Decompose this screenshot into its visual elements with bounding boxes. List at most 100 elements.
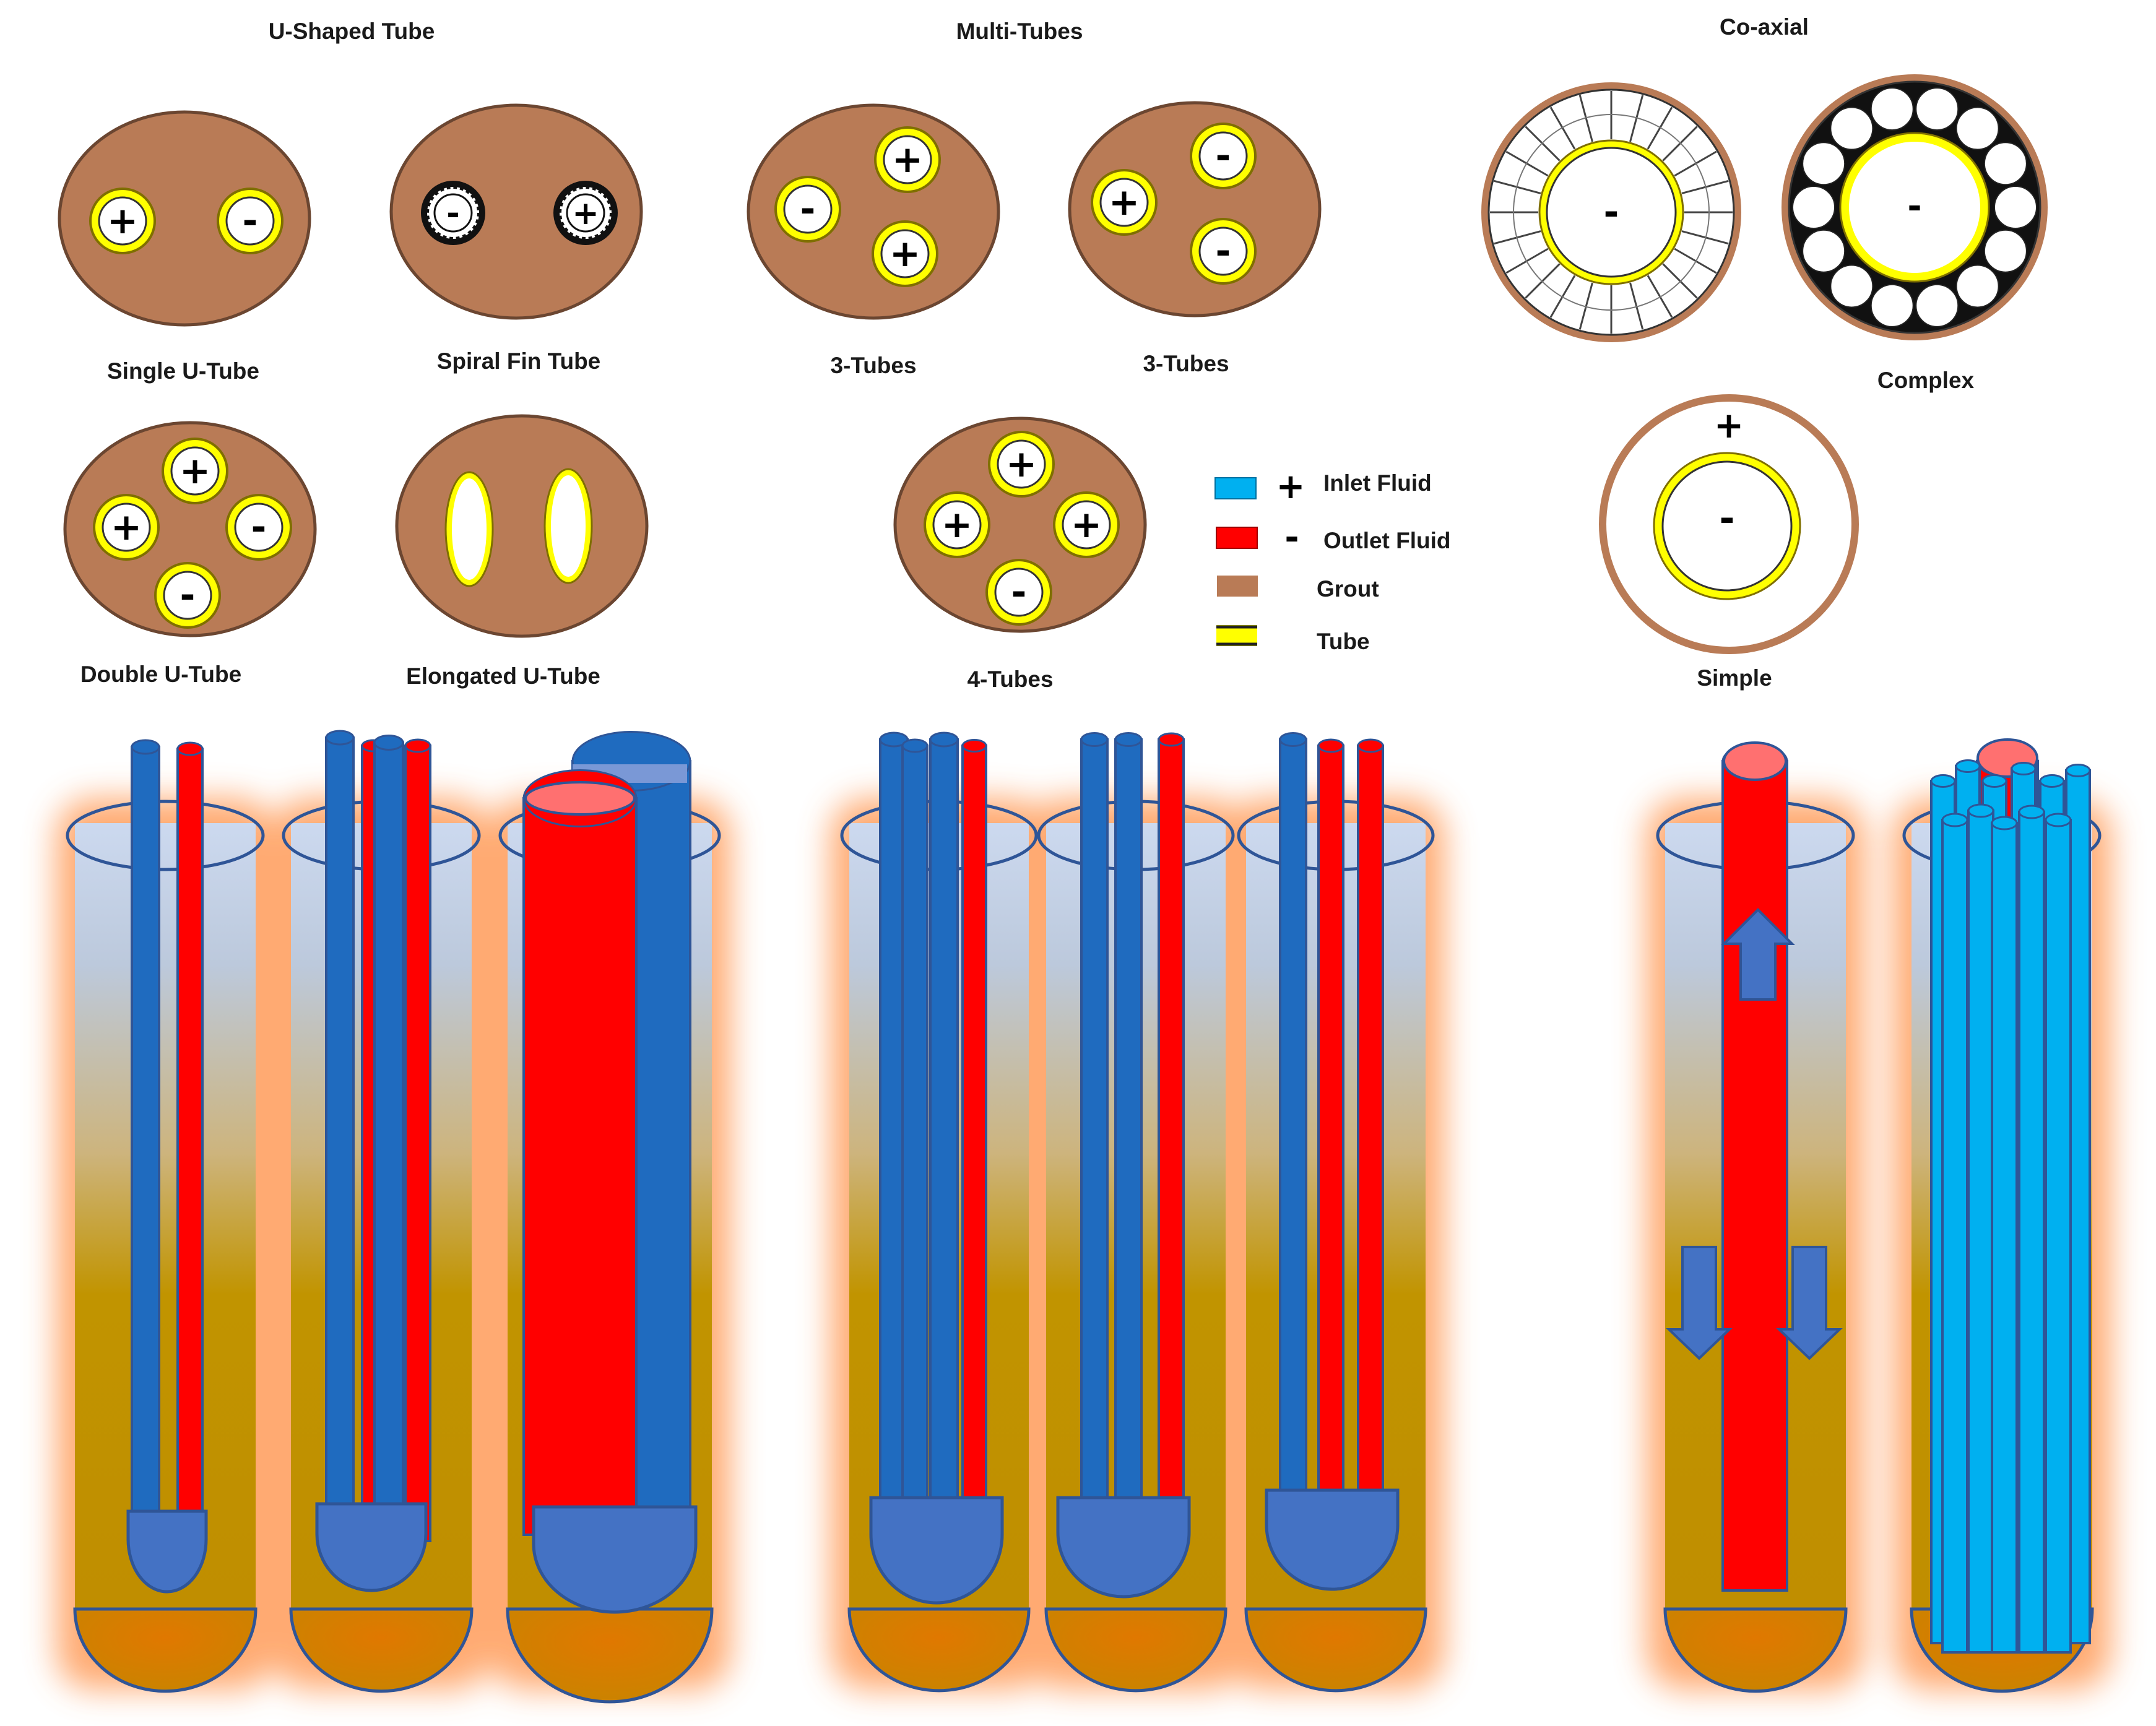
svg-text:-: - (251, 506, 267, 549)
svg-text:-: - (1720, 497, 1735, 540)
tube-outlet: - (154, 562, 221, 629)
legend: + Inlet Fluid - Outlet Fluid Grout Tube (1214, 467, 1451, 654)
tube-inlet: + (874, 126, 941, 193)
u-bend (532, 1505, 698, 1614)
cross-section-3-tubes-b: + - - (1068, 101, 1322, 317)
svg-text:+: + (1071, 503, 1102, 546)
pipe-inlet (1080, 732, 1109, 1505)
small-pipe (1983, 142, 2027, 186)
small-pipe (1955, 264, 1999, 308)
pipe-inlet (901, 738, 929, 1511)
tube-inlet: + (162, 438, 228, 504)
svg-text:-: - (1216, 134, 1231, 178)
small-pipe (1802, 229, 1846, 273)
pipe-outlet (961, 739, 987, 1511)
small-pipe (1915, 87, 1959, 131)
legend-item-tube: Tube (1216, 625, 1370, 654)
svg-text:+: + (111, 506, 142, 549)
cross-section-coaxial-radial: - (1481, 82, 1741, 342)
borehole-bottom (1244, 1607, 1427, 1693)
small-pipe (1802, 142, 1846, 186)
pipe-inlet-small (1941, 813, 1968, 1654)
pipe-inlet-small (2018, 805, 2045, 1654)
cross-section-coaxial-complex: - (1782, 74, 2048, 340)
tube-inlet: + (553, 181, 618, 245)
group-title-u-shaped: U-Shaped Tube (269, 19, 435, 44)
borehole-bottom (1044, 1607, 1227, 1693)
svg-text:-: - (1604, 191, 1619, 234)
svg-text:+: + (572, 195, 599, 232)
legend-swatch-inlet (1214, 477, 1257, 499)
borehole-single-u-tube (66, 800, 265, 1693)
small-pipe (1830, 106, 1874, 150)
svg-text:+: + (1006, 442, 1037, 486)
tube-inlet: + (872, 220, 938, 287)
pipe-outlet-elongated (522, 769, 638, 1536)
svg-text:-: - (1907, 186, 1921, 227)
svg-text:-: - (800, 188, 816, 231)
pipe-inlet (1279, 732, 1307, 1499)
legend-label-grout: Grout (1317, 576, 1379, 602)
small-pipe (1870, 283, 1914, 327)
legend-label-inlet: Inlet Fluid (1323, 470, 1432, 496)
borehole-bottom (506, 1607, 714, 1704)
svg-text:-: - (446, 195, 460, 232)
tube-outlet: - (1190, 123, 1257, 189)
legend-swatch-tube (1216, 625, 1257, 646)
tube-outlet: - (1190, 218, 1257, 285)
legend-item-outlet: - Outlet Fluid (1216, 517, 1451, 558)
borehole-shaft (75, 823, 256, 1609)
borehole-bottom (847, 1607, 1031, 1693)
tube-outlet: - (217, 188, 284, 254)
legend-swatch-grout (1217, 576, 1258, 597)
svg-text:-: - (1216, 230, 1231, 273)
pipe-inlet-small (2045, 813, 2072, 1654)
small-pipe (1830, 264, 1874, 308)
legend-item-inlet: + Inlet Fluid (1214, 467, 1432, 507)
cross-section-4-tubes: + + + - (893, 416, 1147, 633)
cross-section-spiral-fin-tube: - + (389, 103, 643, 320)
pipe-inlet (325, 730, 355, 1542)
svg-text:-: - (180, 574, 196, 617)
svg-text:+: + (107, 199, 138, 243)
u-bend (126, 1509, 208, 1594)
tube-outlet: - (225, 494, 292, 561)
borehole-bottom (289, 1607, 474, 1693)
svg-text:+: + (1714, 404, 1744, 446)
pipe-inlet (373, 735, 404, 1542)
tube-inlet: + (1053, 491, 1120, 558)
svg-text:-: - (1284, 517, 1299, 558)
label-4-tubes: 4-Tubes (967, 667, 1053, 692)
pipe-inlet-small (1991, 816, 2018, 1654)
small-pipe (1792, 186, 1835, 229)
tube-outlet: - (985, 559, 1052, 626)
label-3-tubes-b: 3-Tubes (1143, 351, 1229, 376)
svg-text:+: + (890, 232, 920, 275)
u-bend (1265, 1488, 1400, 1591)
label-spiral-fin-tube: Spiral Fin Tube (437, 348, 601, 374)
small-pipe (1955, 106, 1999, 150)
pipe-inlet (1114, 732, 1143, 1505)
pipe-coaxial-center (1721, 744, 1788, 1592)
u-bend (869, 1496, 1004, 1605)
group-title-multi-tubes: Multi-Tubes (956, 19, 1083, 44)
cross-section-coaxial-simple: + - (1599, 394, 1859, 654)
pipe-outlet (176, 741, 204, 1517)
small-pipe (1983, 229, 2027, 273)
flow-arrow-down-left (1666, 1246, 1733, 1360)
tube-elongated (543, 468, 593, 584)
borehole-top-ring (66, 800, 265, 871)
svg-text:+: + (1276, 467, 1305, 507)
tube-elongated (444, 471, 494, 587)
svg-text:+: + (892, 138, 923, 181)
group-title-coaxial: Co-axial (1720, 14, 1809, 40)
pipe-inlet-small (1967, 803, 1994, 1654)
small-pipe (1915, 283, 1959, 327)
tube-inlet: + (988, 431, 1055, 498)
label-3-tubes-a: 3-Tubes (830, 353, 916, 378)
cross-section-3-tubes-a: - + + (747, 103, 1000, 320)
pipe-outlet (1357, 738, 1384, 1499)
cross-section-elongated-u-tube (395, 414, 649, 638)
tube-inlet: + (93, 494, 160, 561)
